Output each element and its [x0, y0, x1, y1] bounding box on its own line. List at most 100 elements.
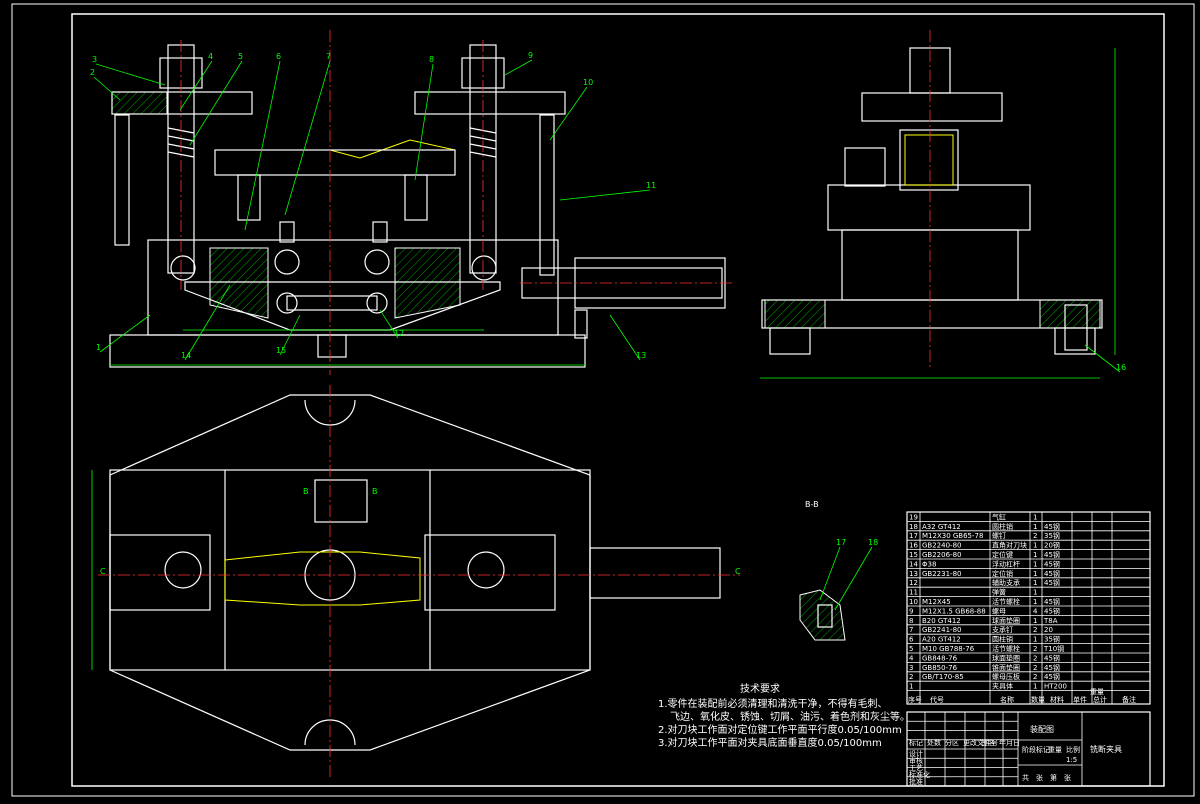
bom-cell-name: 定位键 [992, 550, 1013, 559]
clamp-plate-right [414, 91, 566, 115]
balloon-number: 7 [326, 52, 331, 61]
title-role-label: 工艺 [909, 764, 923, 772]
balloon-number: 17 [836, 538, 846, 547]
pivot-left [170, 255, 196, 281]
sheet-label-2: 张 [1036, 773, 1043, 782]
bom-cell-name: 活节螺栓 [992, 644, 1020, 653]
bom-cell-name: 螺钉 [992, 531, 1006, 540]
section-bb: B-B [799, 500, 846, 641]
bom-cell-name: 螺母压板 [992, 672, 1020, 681]
support-pin-left [279, 221, 295, 243]
leader-line [279, 314, 301, 356]
top-body [109, 469, 591, 671]
tech-req-heading: 技术要求 [740, 682, 780, 695]
leader-line [95, 63, 166, 86]
title-role-label: 审核 [909, 756, 923, 765]
clamp-plate-left-hatch [111, 91, 168, 115]
bom-cell-qty: 4 [1033, 607, 1038, 615]
bom-cell-name: 气缸 [992, 512, 1006, 521]
bom-cell-qty: 1 [1033, 523, 1037, 531]
bom-cell-mat: T8A [1043, 617, 1058, 625]
top-nut-right [467, 551, 505, 589]
bom-frame [906, 511, 1151, 705]
top-cutter-block [314, 479, 368, 523]
side-view [760, 30, 1116, 379]
bom-cell-name: 圆柱销 [992, 635, 1013, 644]
side-top-block [827, 184, 1031, 231]
drawing-title: 铣断夹具 [1090, 744, 1122, 754]
outer-border [11, 3, 1195, 797]
bom-cell-name: 弹簧 [992, 588, 1006, 597]
top-cylinder [589, 547, 721, 599]
pivot-right [471, 255, 497, 281]
title-block: 标记处数分区更改文件号签名年月日设计审核工艺标准化批准 装配图 铣断夹具 阶段标… [906, 711, 1151, 787]
link-bar [286, 295, 378, 311]
bom-cell-qty: 1 [1033, 513, 1037, 521]
bom-cell-qty: 2 [1033, 664, 1037, 672]
bom-cell-code: A32 GT412 [922, 523, 961, 531]
side-key [1064, 304, 1088, 351]
balloon-number: 14 [181, 351, 191, 360]
bom-cell-name: 活节螺栓 [992, 597, 1020, 606]
leader-line [549, 86, 588, 141]
section-bb-part [799, 589, 846, 641]
bom-cell-qty: 1 [1033, 551, 1037, 559]
bom-cell-no: 2 [909, 673, 913, 681]
balloon-number: 3 [92, 55, 97, 64]
bom-cell-code: M12X30 GB65-78 [922, 532, 983, 540]
leader-line [609, 314, 641, 361]
balloon-number: 15 [276, 346, 286, 355]
bom-cell-qty: 1 [1033, 560, 1037, 568]
front-view [109, 30, 735, 375]
bom-cell-no: 3 [909, 664, 913, 672]
section-bb-screw [817, 604, 833, 628]
balloon-number: 8 [429, 55, 434, 64]
sheet-label-1: 共 [1022, 773, 1029, 782]
bom-cell-qty: 1 [1033, 617, 1037, 625]
bom-cell-mat: 45钢 [1044, 522, 1060, 531]
bom-cell-name: 支承钉 [992, 625, 1013, 634]
bom-cell-qty: 2 [1033, 532, 1037, 540]
scale-value: 1:5 [1066, 756, 1077, 764]
bom-cell-no: 11 [909, 589, 918, 597]
bom-cell-no: 1 [909, 683, 913, 691]
cylinder-mount [574, 309, 588, 339]
balloon-number: 10 [583, 78, 593, 87]
tech-req-line-3: 2.对刀块工作面对定位键工作平面平行度0.05/100mm [658, 723, 902, 736]
leader-line [414, 63, 434, 181]
side-hatch-right [1039, 299, 1101, 329]
bom-cell-code: GB/T170-85 [922, 673, 964, 681]
support-pin-right [372, 221, 388, 243]
technical-requirements: 技术要求 1.零件在装配前必须清理和清洗干净，不得有毛刺、 飞边、氧化皮、锈蚀、… [658, 682, 910, 749]
bom-cell-name: 直角对刀块 [992, 541, 1027, 550]
title-row-label: 分区 [945, 738, 959, 747]
section-markers: B B C C [100, 487, 741, 576]
bom-cell-qty: 2 [1033, 654, 1037, 662]
bom-cell-no: 5 [909, 645, 913, 653]
bom-header: 备注 [1122, 695, 1136, 704]
top-clamp-right [424, 534, 556, 611]
bom-cell-no: 18 [909, 523, 918, 531]
workpiece-frame [214, 149, 456, 176]
bom-cell-mat: 45钢 [1044, 606, 1060, 615]
bom-cell-no: 17 [909, 532, 918, 540]
drawing-type: 装配图 [1030, 724, 1054, 734]
bolt-right [539, 114, 555, 276]
bom-cell-code: M12X45 [922, 598, 951, 606]
title-block-rows: 标记处数分区更改文件号签名年月日设计审核工艺标准化批准 [907, 712, 1020, 786]
bom-cell-mat: 45钢 [1044, 559, 1060, 568]
bom-weight-header: 重量 [1090, 688, 1104, 696]
section-mark-b-left: B [303, 487, 309, 496]
balloon-number: 11 [646, 181, 656, 190]
side-pin-block [899, 129, 959, 191]
bom-header: 名称 [1000, 695, 1014, 704]
title-role-label: 标准化 [909, 770, 930, 779]
ratio-label: 比例 [1066, 745, 1080, 754]
bom-cell-qty: 2 [1033, 626, 1037, 634]
section-mark-c-right: C [735, 567, 741, 576]
top-outline [109, 394, 591, 751]
workpiece-front [214, 139, 456, 176]
bom-cell-qty: 1 [1033, 589, 1037, 597]
